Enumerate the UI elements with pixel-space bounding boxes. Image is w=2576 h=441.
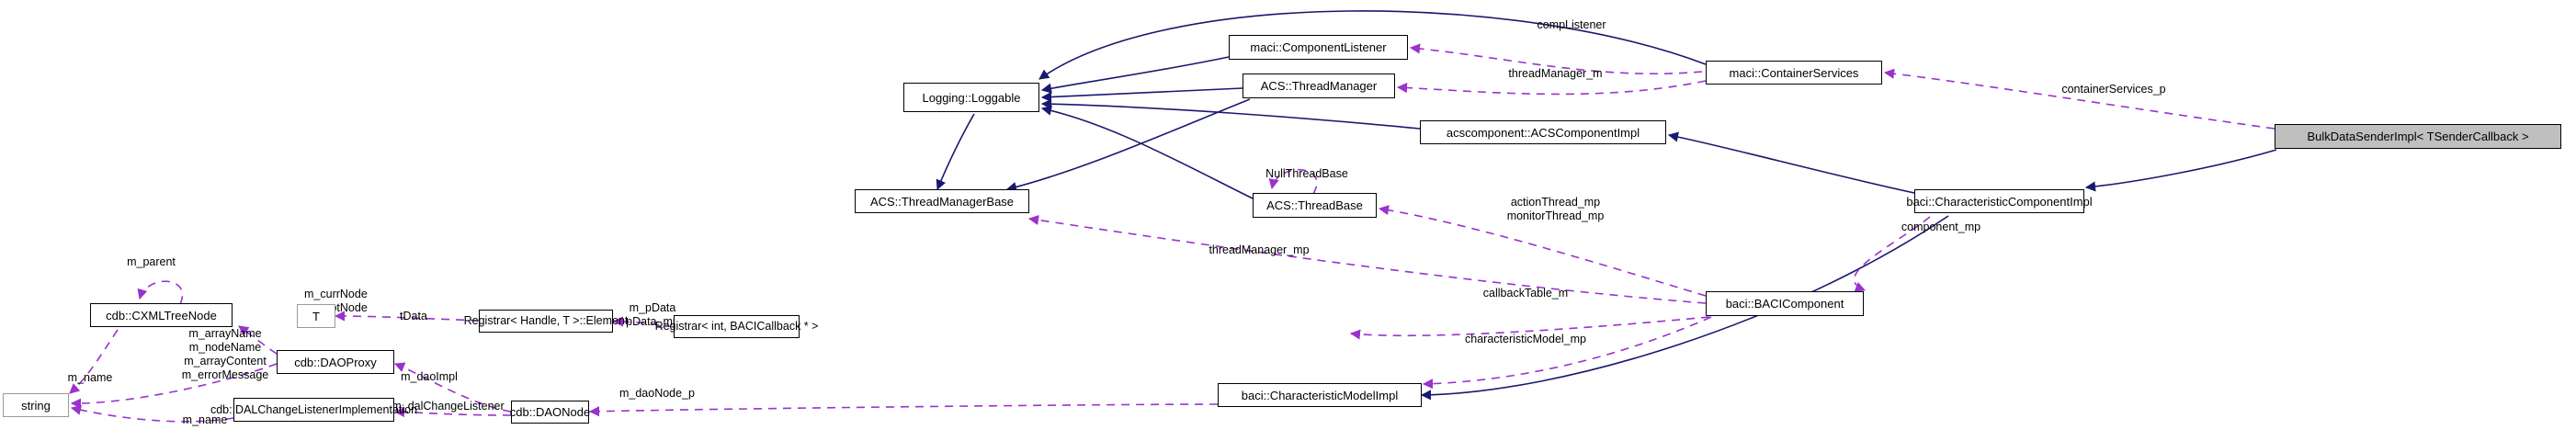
node-string[interactable]: string bbox=[3, 393, 69, 417]
edge-threadmanager-loggable bbox=[1040, 87, 1243, 103]
node-acscomponent-acscomponentimpl[interactable]: acscomponent::ACSComponentImpl bbox=[1420, 120, 1666, 144]
edge-label-m-name-cxmltreenode: m_name bbox=[67, 371, 113, 384]
edge-label-characteristicmodel-mp: characteristicModel_mp bbox=[1465, 333, 1586, 345]
node-label: cdb::DAONode bbox=[509, 405, 591, 419]
edge-label-m-arrayname-group: m_arrayName m_nodeName m_arrayContent m_… bbox=[181, 327, 269, 381]
edge-label-m-daonode-p: m_daoNode_p bbox=[618, 387, 695, 400]
node-registrar-int-bacicallback[interactable]: Registrar< int, BACICallback * > bbox=[655, 315, 818, 338]
node-baci-bacicomponent[interactable]: baci::BACIComponent bbox=[1706, 291, 1864, 316]
node-logging-loggable[interactable]: Logging::Loggable bbox=[903, 83, 1039, 112]
node-label: acscomponent::ACSComponentImpl bbox=[1446, 125, 1640, 140]
node-label: ACS::ThreadManagerBase bbox=[869, 194, 1015, 209]
usage-edges bbox=[69, 43, 2275, 423]
node-label: T bbox=[312, 309, 320, 323]
edge-charcompimpl-acscomponent bbox=[1667, 131, 1915, 194]
edge-loggable-threadmanagerbase bbox=[936, 113, 975, 191]
node-registrar-handle-t-element[interactable]: Registrar< Handle, T >::Element bbox=[464, 310, 628, 333]
node-cdb-daoproxy[interactable]: cdb::DAOProxy bbox=[277, 350, 394, 374]
edge-label-callbacktable-m: callbackTable_m bbox=[1482, 287, 1569, 300]
edge-charmodelimpl-daonode bbox=[588, 403, 1219, 417]
edge-label-action-monitor-thread-mp: actionThread_mp monitorThread_mp bbox=[1506, 196, 1605, 222]
edge-bulkdatasender-charcompimpl bbox=[2084, 149, 2277, 192]
edge-cxmltreenode-self bbox=[137, 280, 184, 305]
node-label: Registrar< Handle, T >::Element bbox=[463, 314, 629, 328]
node-label: cdb::DAOProxy bbox=[294, 355, 377, 369]
edge-label-component-mp: component_mp bbox=[1901, 220, 1981, 233]
node-label: Logging::Loggable bbox=[922, 90, 1021, 105]
node-cdb-cxmltreenode[interactable]: cdb::CXMLTreeNode bbox=[90, 303, 233, 327]
edge-label-threadmanager-m: threadManager_m bbox=[1508, 67, 1603, 80]
node-label: baci::BACIComponent bbox=[1725, 297, 1844, 311]
edge-label-threadmanager-mp: threadManager_mp bbox=[1209, 243, 1310, 256]
node-baci-characteristicmodelimpl[interactable]: baci::CharacteristicModelImpl bbox=[1218, 383, 1422, 407]
edge-label-nullthreadbase: NullThreadBase bbox=[1265, 167, 1348, 180]
edge-threadbase-loggable bbox=[1040, 105, 1254, 199]
node-bulkdatasenderimpl-tsendercallback[interactable]: BulkDataSenderImpl< TSenderCallback > bbox=[2275, 124, 2561, 149]
edge-charcompimpl-charmodelimpl bbox=[1420, 215, 1949, 401]
edge-label-m-parent: m_parent bbox=[127, 255, 176, 268]
node-label: baci::CharacteristicModelImpl bbox=[1241, 388, 1399, 402]
node-template-parameter-t[interactable]: T bbox=[297, 304, 335, 328]
node-label: Registrar< int, BACICallback * > bbox=[654, 320, 819, 334]
node-acs-threadmanager[interactable]: ACS::ThreadManager bbox=[1243, 74, 1395, 98]
edge-label-tdata: tData bbox=[400, 310, 427, 322]
node-label: ACS::ThreadBase bbox=[1266, 198, 1363, 212]
edge-label-containerservices-p: containerServices_p bbox=[2061, 83, 2166, 96]
node-label: BulkDataSenderImpl< TSenderCallback > bbox=[2307, 130, 2529, 143]
edge-bacicomponent-charmodelimpl bbox=[1422, 316, 1712, 390]
node-label: string bbox=[21, 398, 51, 413]
edge-complistener-loggable bbox=[1040, 56, 1230, 94]
node-maci-componentlistener[interactable]: maci::ComponentListener bbox=[1229, 35, 1408, 60]
node-label: cdb::CXMLTreeNode bbox=[106, 308, 217, 322]
edge-label-complistener: compListener bbox=[1537, 18, 1606, 31]
edge-bacicomponent-threadmanagerbase bbox=[1027, 214, 1707, 304]
node-acs-threadbase[interactable]: ACS::ThreadBase bbox=[1253, 193, 1377, 218]
node-label: cdb::DALChangeListenerImplementation bbox=[210, 402, 418, 416]
node-cdb-dalchangelistenerimplementation[interactable]: cdb::DALChangeListenerImplementation bbox=[210, 398, 417, 422]
node-label: ACS::ThreadManager bbox=[1260, 79, 1378, 93]
edge-containerservices-threadmanager bbox=[1396, 80, 1707, 96]
node-label: maci::ContainerServices bbox=[1729, 65, 1859, 80]
node-label: maci::ComponentListener bbox=[1250, 40, 1387, 54]
node-acs-threadmanagerbase[interactable]: ACS::ThreadManagerBase bbox=[855, 189, 1029, 213]
node-maci-containerservices[interactable]: maci::ContainerServices bbox=[1706, 61, 1882, 85]
edge-bulkdatasender-containerservices bbox=[1883, 68, 2275, 130]
edge-label-m-daoimpl: m_daoImpl bbox=[401, 370, 458, 383]
edge-acscomponent-loggable bbox=[1040, 98, 1421, 130]
node-cdb-daonode[interactable]: cdb::DAONode bbox=[509, 401, 591, 424]
edge-threadmanager-threadmanagerbase bbox=[1005, 98, 1251, 192]
node-label: baci::CharacteristicComponentImpl bbox=[1906, 194, 2093, 209]
node-baci-characteristiccomponentimpl[interactable]: baci::CharacteristicComponentImpl bbox=[1906, 189, 2093, 213]
